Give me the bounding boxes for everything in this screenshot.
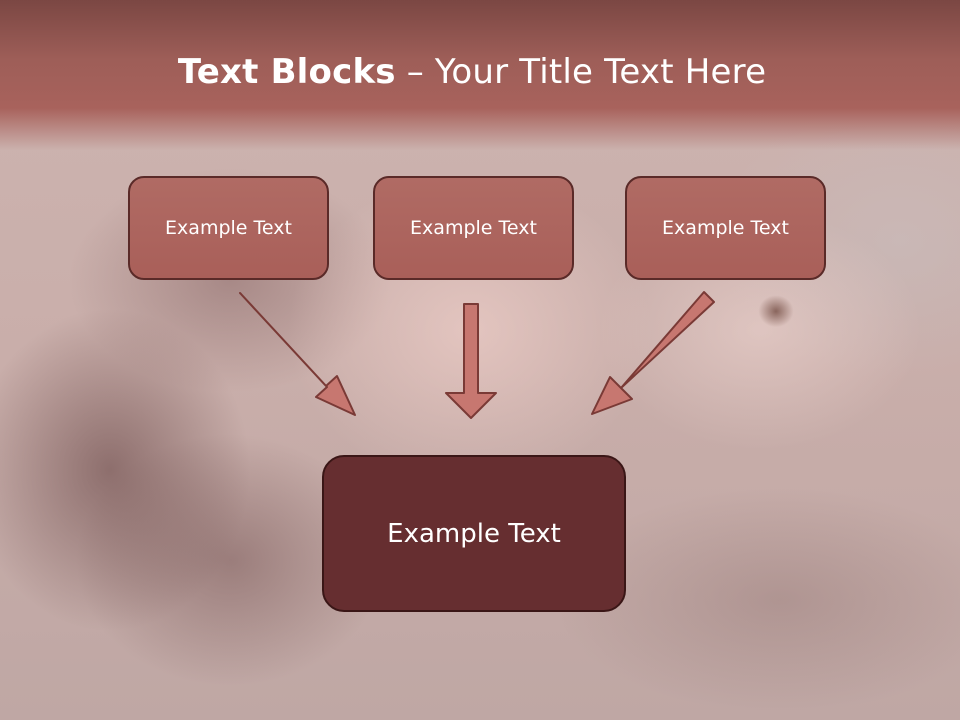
text-block-2[interactable]: Example Text	[373, 176, 574, 280]
text-block-main-label: Example Text	[387, 518, 561, 549]
text-block-1-label: Example Text	[165, 217, 292, 239]
arrow-right	[591, 291, 715, 415]
background-eye-detail	[716, 286, 836, 342]
title-bold: Text Blocks	[177, 52, 396, 92]
text-block-3[interactable]: Example Text	[625, 176, 826, 280]
arrow-left	[239, 292, 356, 416]
arrow-middle	[445, 303, 497, 419]
slide-title[interactable]: Text Blocks – Your Title Text Here	[0, 52, 944, 92]
text-block-1[interactable]: Example Text	[128, 176, 329, 280]
text-block-2-label: Example Text	[410, 217, 537, 239]
text-block-main[interactable]: Example Text	[322, 455, 626, 612]
text-block-3-label: Example Text	[662, 217, 789, 239]
header-band	[0, 0, 960, 150]
title-rest: – Your Title Text Here	[395, 52, 767, 92]
